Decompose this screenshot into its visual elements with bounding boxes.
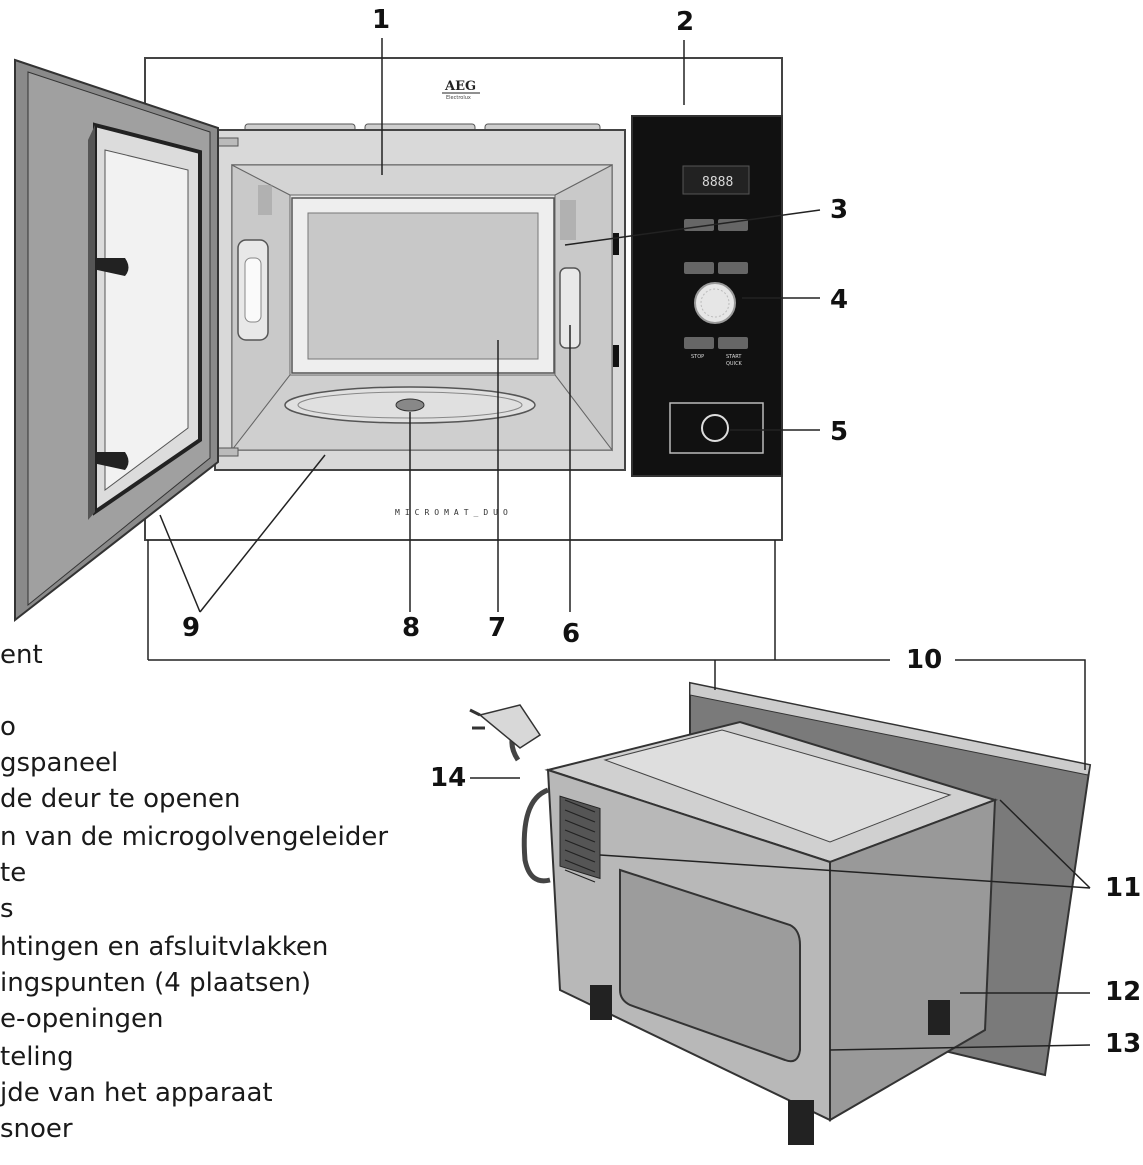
plug — [478, 704, 542, 749]
callout-11: 11 — [1105, 873, 1141, 903]
callout-12: 12 — [1105, 977, 1141, 1007]
callout-3: 3 — [830, 195, 848, 225]
callout-4: 4 — [830, 285, 848, 315]
rear-vents — [559, 795, 601, 880]
callout-1: 1 — [372, 5, 390, 35]
legend-line: jde van het apparaat — [0, 1078, 273, 1108]
callout-14: 14 — [430, 763, 466, 793]
button-top-right[interactable] — [718, 219, 748, 231]
leader-lines-bottom — [470, 659, 1091, 1051]
start-button[interactable] — [718, 337, 748, 349]
start-label: START — [726, 354, 742, 360]
open-door — [14, 58, 219, 623]
microwave-front-view: AEG Electrolux MICROMAT_DUO — [14, 57, 783, 661]
display-readout: 8888 — [702, 175, 733, 190]
callout-numbers: 1 2 3 4 5 6 7 8 9 10 11 12 13 14 — [182, 5, 1141, 1059]
callout-6: 6 — [562, 619, 580, 649]
microwave-rear-view — [469, 681, 1092, 1145]
display — [682, 165, 750, 195]
callout-13: 13 — [1105, 1029, 1141, 1059]
callout-8: 8 — [402, 613, 420, 643]
leader-lines-top — [159, 38, 821, 613]
callout-10: 10 — [906, 645, 942, 675]
legend-line: o — [0, 712, 16, 742]
legend-line: n van de microgolvengeleider — [0, 822, 389, 852]
door-seal — [88, 125, 95, 520]
stop-label: STOP — [691, 354, 704, 360]
model-name: MICROMAT_DUO — [395, 508, 513, 517]
button-mid-left[interactable] — [684, 262, 714, 274]
stop-button[interactable] — [684, 337, 714, 349]
button-mid-right[interactable] — [718, 262, 748, 274]
legend-line: htingen en afsluitvlakken — [0, 932, 329, 962]
callout-7: 7 — [488, 613, 506, 643]
door-latch-bottom — [88, 452, 129, 470]
start-sublabel: QUICK — [726, 361, 743, 367]
legend-line: ingspunten (4 plaatsen) — [0, 968, 312, 998]
turntable-hub — [395, 398, 425, 412]
foot — [788, 1100, 814, 1145]
door-release-button[interactable] — [701, 414, 729, 442]
door-release-frame — [669, 402, 764, 454]
callout-5: 5 — [830, 417, 848, 447]
callout-2: 2 — [676, 7, 694, 37]
brand-sub-logo: Electrolux — [446, 95, 471, 101]
function-buttons — [684, 219, 748, 349]
legend-line: de deur te openen — [0, 784, 241, 814]
callout-9: 9 — [182, 613, 200, 643]
legend-line: teling — [0, 1042, 74, 1072]
legend-line: s — [0, 894, 14, 924]
legend-line: e-openingen — [0, 1004, 164, 1034]
legend-line: snoer — [0, 1114, 73, 1144]
door-latch-top — [88, 258, 129, 276]
legend-line: te — [0, 858, 27, 888]
aeg-logo: AEG — [444, 79, 476, 94]
foot — [928, 1000, 950, 1035]
foot — [590, 985, 612, 1020]
power-cord — [521, 787, 551, 884]
legend-line: ent — [0, 640, 43, 670]
legend-line: gspaneel — [0, 748, 119, 778]
